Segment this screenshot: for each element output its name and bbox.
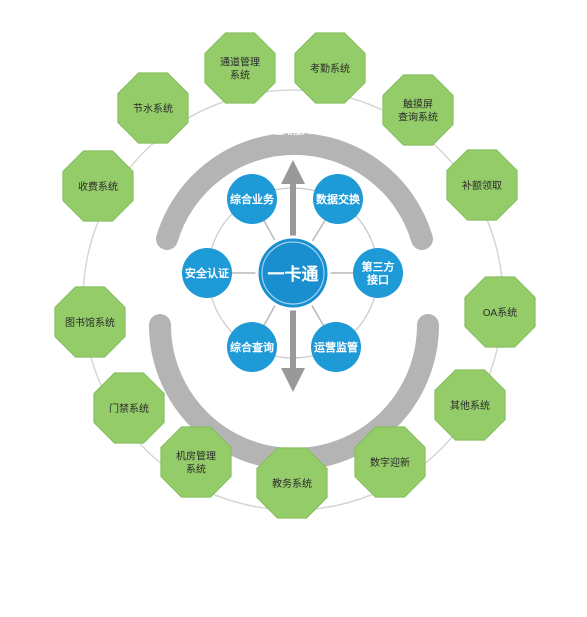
outer-system-octagon (204, 32, 276, 104)
core-module: 综合查询 (227, 322, 277, 372)
core-module-label: 运营监管 (314, 340, 358, 354)
outer-system-octagon (256, 447, 328, 519)
core-module-circle (182, 248, 232, 298)
outer-system-octagon (434, 369, 506, 441)
core-module-circle (227, 322, 277, 372)
outer-system-label: 系统 (186, 463, 206, 476)
core-module-circle (311, 322, 361, 372)
outer-system-octagon (464, 276, 536, 348)
outer-system-octagon (93, 372, 165, 444)
outer-system: 补额领取 (446, 149, 518, 221)
core-module-label: 综合查询 (230, 340, 274, 354)
outer-system-octagon (354, 426, 426, 498)
outer-system-label: 教务系统 (272, 477, 312, 490)
outer-system-label: 数字迎新 (370, 456, 410, 469)
core-module-circle (313, 174, 363, 224)
core-module-label: 第三方 (362, 260, 395, 274)
core-module-circle (227, 174, 277, 224)
outer-system: 考勤系统 (294, 32, 366, 104)
outer-system-octagon (54, 286, 126, 358)
outer-system: OA系统 (464, 276, 536, 348)
outer-system: 图书馆系统 (54, 286, 126, 358)
top-arc-label: 主动接入 (275, 125, 311, 137)
outer-system-label: 触摸屏 (403, 98, 433, 111)
center-circle (255, 235, 331, 311)
outer-system-label: 考勤系统 (310, 62, 350, 75)
outer-system-label: 节水系统 (133, 102, 173, 115)
outer-system-octagon (294, 32, 366, 104)
outer-system: 门禁系统 (93, 372, 165, 444)
outer-system-label: 其他系统 (450, 399, 490, 412)
outer-system-label: 通道管理 (220, 56, 260, 69)
outer-system: 收费系统 (62, 150, 134, 222)
outer-system: 节水系统 (117, 72, 189, 144)
core-module: 数据交换 (313, 174, 363, 224)
outer-systems: 通道管理系统考勤系统触摸屏查询系统补额领取OA系统其他系统数字迎新教务系统机房管… (54, 32, 536, 519)
core-module-label: 综合业务 (230, 192, 275, 206)
core-module-label: 安全认证 (185, 266, 229, 280)
center-label: 一卡通 (268, 264, 319, 285)
outer-system-octagon (446, 149, 518, 221)
outer-system-label: 补额领取 (462, 179, 502, 192)
top-arc (156, 132, 433, 250)
core-module: 安全认证 (182, 248, 232, 298)
outer-system: 其他系统 (434, 369, 506, 441)
outer-system-label: 机房管理 (176, 450, 216, 463)
outer-system-octagon (382, 74, 454, 146)
outer-system-octagon (117, 72, 189, 144)
outer-system-label: OA系统 (483, 306, 518, 319)
outer-system: 教务系统 (256, 447, 328, 519)
core-module-circle (353, 248, 403, 298)
outer-system-label: 查询系统 (398, 111, 438, 124)
outer-system-label: 系统 (230, 69, 250, 82)
outer-system-label: 收费系统 (78, 180, 118, 193)
core-module-label: 接口 (367, 273, 389, 287)
outer-system-octagon (160, 426, 232, 498)
bottom-arc-label: 第三方被动接入 (261, 408, 324, 420)
outer-system-label: 图书馆系统 (65, 316, 115, 329)
outer-system-octagon (62, 150, 134, 222)
center-inner-ring (261, 241, 325, 305)
outer-system-label: 门禁系统 (109, 402, 149, 415)
core-module-label: 数据交换 (316, 192, 361, 206)
outer-system: 数字迎新 (354, 426, 426, 498)
core-module: 综合业务 (227, 174, 277, 224)
core-module: 运营监管 (311, 322, 361, 372)
